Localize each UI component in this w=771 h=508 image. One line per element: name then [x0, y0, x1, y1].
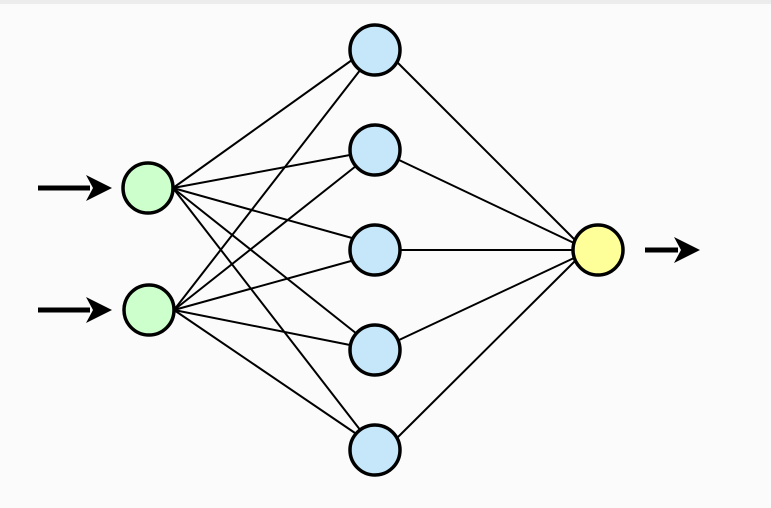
hidden-node-1[interactable]: [348, 23, 402, 77]
nodes-group: [121, 23, 625, 477]
output-arrow-1: [645, 237, 700, 263]
edge-i1-h2: [172, 154, 351, 189]
edge-i2-h3: [173, 260, 352, 311]
input-arrow-2: [38, 297, 112, 323]
hidden-node-5[interactable]: [348, 423, 402, 477]
edge-i1-h3: [172, 187, 353, 239]
input-node-1[interactable]: [121, 161, 175, 215]
edge-i1-h5: [172, 187, 362, 432]
io-arrows-group: [38, 175, 700, 323]
top-edge-strip: [0, 0, 771, 4]
input-arrow-1: [38, 175, 112, 201]
input-arrow-2-head: [86, 297, 112, 323]
edge-i2-h5: [173, 309, 356, 434]
edge-i1-h4: [172, 187, 358, 335]
input-arrow-1-head: [86, 175, 112, 201]
edges-group: [172, 59, 576, 439]
output-arrow-1-head: [674, 237, 700, 263]
edge-h5-o1: [396, 260, 576, 439]
edge-i2-h4: [173, 309, 351, 346]
edge-h2-o1: [398, 159, 575, 244]
hidden-node-4[interactable]: [348, 323, 402, 377]
output-node-1[interactable]: [571, 223, 625, 277]
edge-h4-o1: [398, 257, 575, 341]
input-node-2[interactable]: [122, 283, 176, 337]
edge-h1-o1: [396, 61, 576, 241]
edge-i1-h1: [172, 59, 353, 189]
hidden-node-3[interactable]: [348, 223, 402, 277]
hidden-node-2[interactable]: [348, 123, 402, 177]
edge-i2-h2: [173, 165, 357, 311]
edge-i2-h1: [173, 68, 362, 311]
